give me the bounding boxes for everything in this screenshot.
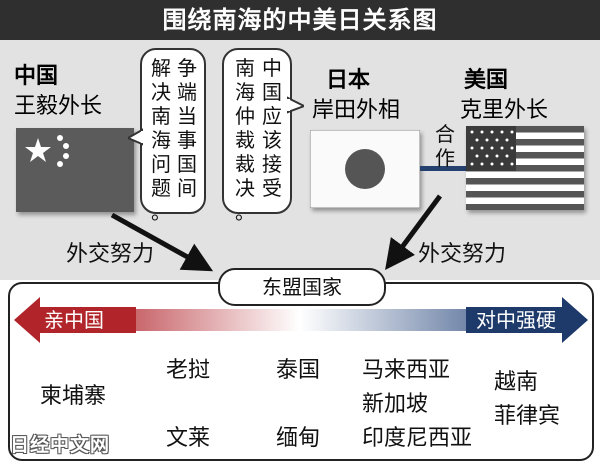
country-malaysia: 马来西亚 [362, 358, 451, 383]
japan-official-label: 岸田外相 [312, 98, 401, 123]
cooperation-label: 合作 [435, 122, 455, 170]
japan-flag-icon [310, 130, 420, 208]
country-vietnam: 越南 [494, 370, 539, 395]
pro-china-label: 亲中国 [44, 308, 104, 332]
hardline-label: 对中强硬 [476, 308, 556, 332]
china-official-label: 王毅外长 [14, 94, 103, 119]
china-country-label: 中国 [14, 64, 59, 89]
country-myanmar: 缅甸 [276, 426, 321, 451]
china-speech-bubble: 争端当事国间 解决南海问题。 [140, 48, 206, 224]
diagram-title: 围绕南海的中美日关系图 [162, 6, 438, 34]
arrow-china-to-asean [110, 212, 214, 272]
pro-china-arrow-icon [14, 297, 136, 343]
asean-title: 东盟国家 [218, 268, 386, 306]
country-laos: 老挝 [166, 358, 211, 383]
title-bar: 围绕南海的中美日关系图 [0, 0, 600, 40]
japan-bubble-col2: 南海仲裁裁决。 [235, 56, 255, 224]
diplomacy-right-label: 外交努力 [418, 242, 507, 267]
watermark-logo: 日经中文网 [10, 434, 111, 456]
usa-flag-icon [466, 126, 584, 210]
china-bubble-col1: 争端当事国间 [177, 56, 197, 200]
japan-bubble-col1: 中国应该接受 [262, 56, 282, 200]
japan-country-label: 日本 [326, 68, 371, 93]
country-brunei: 文莱 [166, 426, 211, 451]
china-bubble-tail-icon [128, 128, 144, 146]
china-bubble-col2: 解决南海问题。 [151, 56, 171, 224]
usa-country-label: 美国 [464, 68, 509, 93]
usa-official-label: 克里外长 [460, 98, 549, 123]
country-cambodia: 柬埔寨 [40, 384, 107, 409]
spectrum-gradient-bar [40, 309, 560, 331]
japan-speech-bubble: 中国应该接受 南海仲裁裁决。 [222, 48, 292, 224]
country-philippines: 菲律宾 [494, 404, 561, 429]
country-indonesia: 印度尼西亚 [362, 426, 473, 451]
arrow-japan-to-asean [385, 194, 443, 271]
hardline-arrow-icon [466, 297, 588, 343]
diplomacy-left-label: 外交努力 [66, 242, 155, 267]
country-singapore: 新加坡 [362, 392, 429, 417]
country-thailand: 泰国 [276, 358, 321, 383]
china-flag-icon [16, 128, 134, 212]
cooperation-line [420, 166, 470, 171]
japan-bubble-tail-icon [286, 96, 304, 114]
